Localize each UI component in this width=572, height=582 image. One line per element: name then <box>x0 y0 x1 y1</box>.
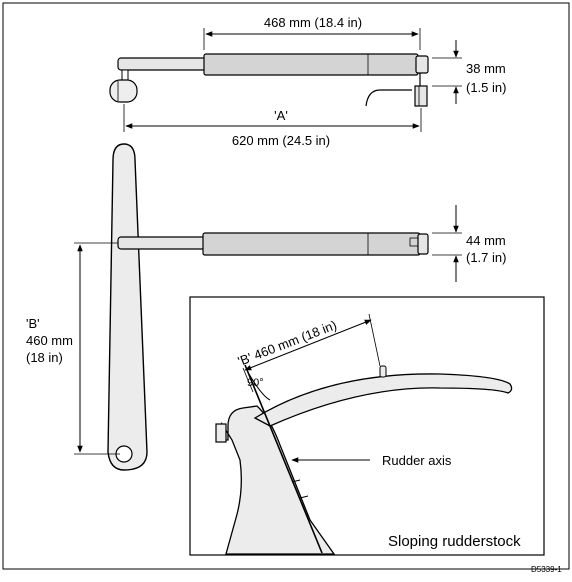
top-pushrod <box>117 57 207 71</box>
inset-caption: Sloping rudderstock <box>388 533 521 550</box>
rudderstock-housing <box>221 405 336 555</box>
top-end-cap <box>415 55 429 74</box>
dim-overall-length: 620 mm (24.5 in) <box>232 133 330 148</box>
dim-height-top-in: (1.5 in) <box>466 80 506 95</box>
outer-frame <box>2 2 570 570</box>
mid-end-cap <box>417 233 429 255</box>
mid-body-tube <box>202 232 421 256</box>
inset-dim-line <box>244 319 372 371</box>
rudder-axis-line <box>244 364 323 554</box>
tiller-arm <box>107 143 148 471</box>
middle-view: 44 mm (1.7 in) 'B' 460 mm (18 in) <box>26 143 506 471</box>
dim-height-mid-mm: 44 mm <box>466 233 506 248</box>
dim-body-length: 468 mm (18.4 in) <box>264 15 362 30</box>
top-mounting-pin <box>414 85 428 107</box>
dim-height-top-mm: 38 mm <box>466 61 506 76</box>
top-view: 468 mm (18.4 in) 38 mm (1.5 in) 'A' 620 … <box>109 15 506 148</box>
mid-pushrod <box>117 236 207 250</box>
top-tiller-knob <box>109 79 138 103</box>
dim-tiller-length-in: (18 in) <box>26 350 63 365</box>
top-deck-curve <box>365 89 412 107</box>
figure-code: D5339-1 <box>531 565 562 574</box>
top-body-tube <box>203 53 419 76</box>
inset-sloping-rudderstock: 90° 'B' 460 mm (18 in) Rudder axis Slopi… <box>189 296 545 556</box>
inset-tiller-arm <box>253 373 513 427</box>
dim-label-b: 'B' <box>26 316 40 331</box>
rudder-axis-label: Rudder axis <box>382 453 452 468</box>
angle-label: 90° <box>247 377 264 389</box>
angle-arc <box>248 373 271 401</box>
dim-tiller-length-mm: 460 mm <box>26 333 73 348</box>
dim-height-mid-in: (1.7 in) <box>466 250 506 265</box>
dim-label-a: 'A' <box>274 108 288 123</box>
